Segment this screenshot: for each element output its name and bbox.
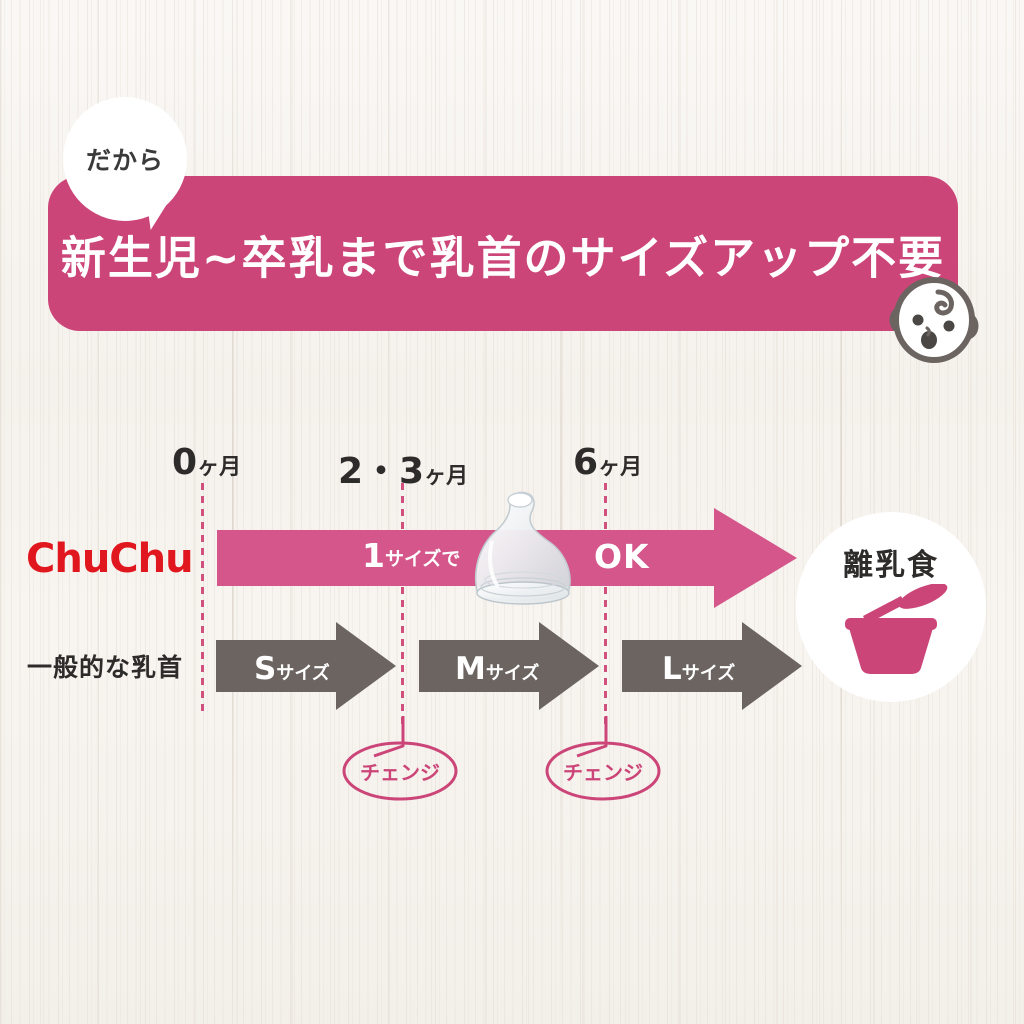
generic-arrow-s: [216, 622, 396, 710]
dakara-speech-bubble: だから: [63, 97, 187, 221]
generic-size-suffix: サイズ: [485, 663, 540, 684]
dakara-label: だから: [85, 146, 164, 175]
change-bubble-2: [545, 741, 661, 801]
generic-arrow-s-label: Sサイズ: [254, 651, 330, 687]
chuchu-size-suffix: サイズで: [384, 548, 461, 570]
chuchu-size-number: 1: [362, 536, 385, 575]
wood-seam: [232, 0, 234, 1024]
generic-size-suffix: サイズ: [681, 663, 736, 684]
chuchu-logo: ChuChu: [26, 536, 194, 582]
chuchu-ok-label: OK: [594, 537, 650, 576]
generic-size-letter: M: [455, 651, 486, 687]
wood-seam: [560, 0, 562, 1024]
timeline-marker-unit: ヶ月: [598, 455, 643, 480]
change-bubble-label: チェンジ: [360, 760, 440, 785]
banner-title: 新生児~卒乳まで乳首のサイズアップ不要: [60, 231, 946, 284]
timeline-divider-2: [604, 483, 607, 725]
change-bubble-label: チェンジ: [563, 760, 643, 785]
generic-nipple-label: 一般的な乳首: [27, 653, 184, 682]
timeline-marker-number: 6: [573, 442, 599, 483]
chuchu-arrow-label: 1サイズで: [362, 536, 460, 575]
timeline-marker-1: 2・3ヶ月: [338, 442, 468, 494]
baby-face-icon: [889, 277, 979, 363]
baby-bottle-nipple-icon: [474, 491, 571, 605]
change-bubble-1-text-wrap: チェンジ: [341, 740, 459, 802]
generic-size-suffix: サイズ: [276, 663, 330, 684]
generic-arrow-m-label: Mサイズ: [455, 651, 539, 687]
change-bubble-1: [342, 741, 458, 801]
change-bubble-tail: [576, 716, 608, 758]
header-banner: 新生児~卒乳まで乳首のサイズアップ不要: [48, 176, 958, 331]
change-bubble-tail: [373, 716, 405, 758]
weaning-food-badge: 離乳食: [796, 512, 986, 702]
generic-arrow-l-label: Lサイズ: [662, 651, 735, 687]
wood-seam: [840, 0, 842, 1024]
weaning-food-label: 離乳食: [843, 548, 939, 583]
generic-arrow-l: [622, 622, 802, 710]
timeline-marker-number: 0: [172, 442, 198, 483]
generic-size-letter: L: [662, 651, 682, 687]
bowl-and-spoon-icon: [845, 584, 948, 674]
timeline-marker-0: 0ヶ月: [172, 442, 241, 483]
timeline-marker-2: 6ヶ月: [573, 442, 642, 483]
timeline-marker-number: 2・3: [338, 451, 425, 492]
change-bubble-2-text-wrap: チェンジ: [544, 740, 662, 802]
generic-size-letter: S: [254, 651, 277, 687]
timeline-marker-unit: ヶ月: [197, 455, 242, 480]
timeline-marker-unit: ヶ月: [424, 464, 469, 489]
generic-arrow-m: [419, 622, 599, 710]
timeline-divider-0: [201, 483, 204, 715]
timeline-divider-1: [401, 483, 404, 725]
